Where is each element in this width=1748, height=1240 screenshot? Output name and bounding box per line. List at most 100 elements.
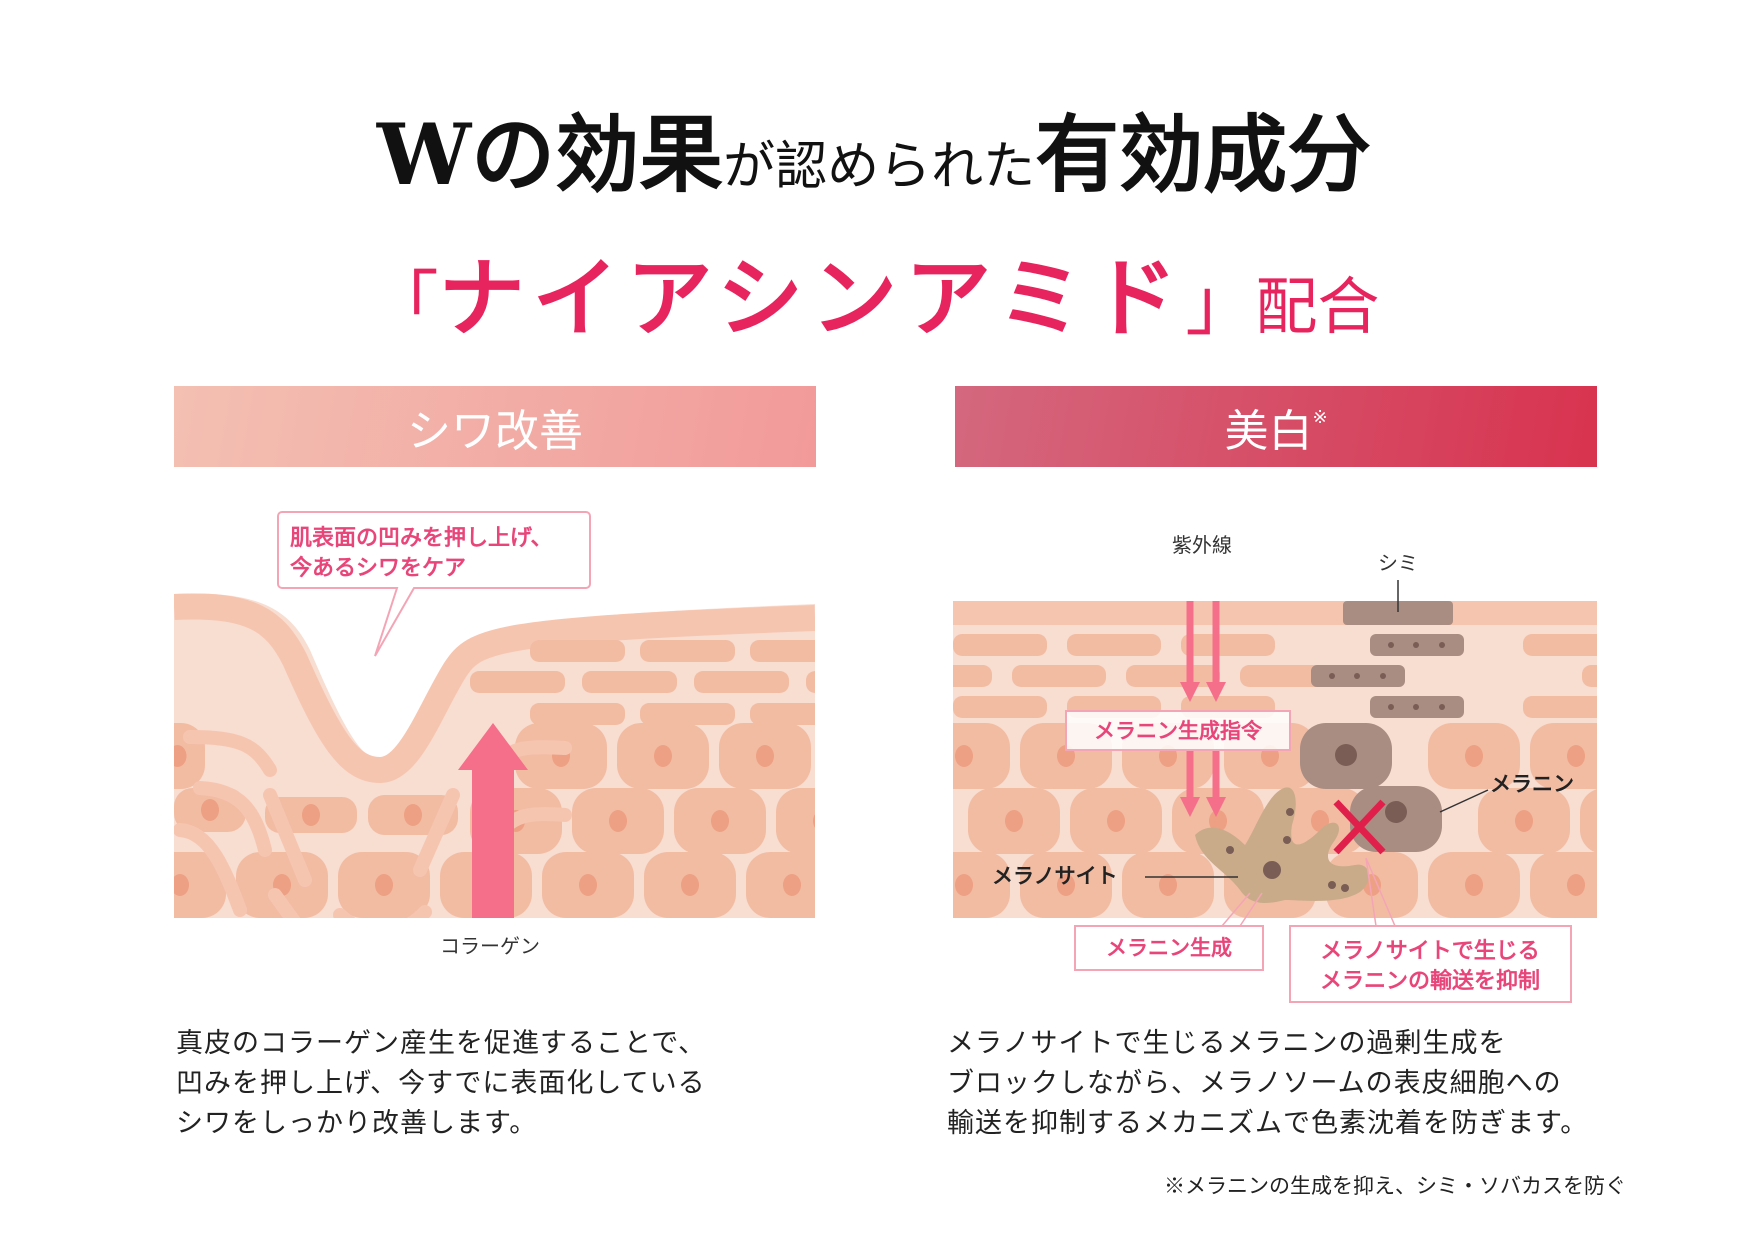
cell-nucleus [654, 745, 672, 767]
skin-cell [953, 723, 1010, 789]
description-line: 真皮のコラーゲン産生を促進することで、 [176, 1028, 707, 1059]
cell-nucleus [404, 804, 422, 826]
instruction-box: メラニン生成指令 [1065, 710, 1291, 751]
cell-nucleus [201, 799, 219, 821]
cell-nucleus [1465, 745, 1483, 767]
skin-cell [776, 788, 815, 854]
cell-nucleus [302, 804, 320, 826]
cell-nucleus [783, 874, 801, 896]
skin-cell [640, 703, 735, 725]
skin-cell [1637, 634, 1731, 656]
skin-surface [174, 593, 815, 784]
headline-suffix: 配合 [1255, 270, 1380, 343]
skin-cell [821, 723, 913, 789]
skin-cell [1126, 665, 1220, 687]
cell-nucleus [1209, 810, 1227, 832]
skin-cell [953, 696, 1047, 718]
production-box: メラニン生成 [1074, 925, 1264, 971]
callout-line: 肌表面の凹みを押し上げ、 [290, 525, 552, 551]
skin-cell [953, 852, 1010, 918]
cell-nucleus [1159, 874, 1177, 896]
skin-cell [750, 640, 815, 662]
melanocyte [1195, 787, 1370, 903]
uv-label: 紫外線 [1172, 533, 1232, 557]
skin-cell [470, 671, 565, 693]
skin-cell [1582, 665, 1597, 687]
melanocyte-label: メラノサイト [992, 864, 1118, 888]
skin-cell [750, 703, 815, 725]
melanin-label: メラニン [1490, 772, 1574, 796]
cell-nucleus [681, 874, 699, 896]
skin-cell [1530, 852, 1597, 918]
cell-layer [174, 640, 913, 918]
cell-nucleus [1567, 745, 1585, 767]
collagen-arrow [458, 723, 528, 918]
bracket-open: 「 [368, 263, 439, 345]
skin-cell [174, 852, 226, 918]
headline-line1: Wの効果が認められた有効成分 [0, 88, 1748, 209]
spot-label: シミ [1378, 551, 1418, 575]
wrinkle-diagram: 肌表面の凹みを押し上げ、 今あるシワをケア コラーゲン [174, 511, 913, 958]
whitening-banner: 美白※ [955, 386, 1597, 467]
cell-nucleus [1107, 810, 1125, 832]
footnote: ※メラニンの生成を抑え、シミ・ソバカスを防ぐ [1164, 1174, 1626, 1198]
ingredient-name: ナイアシンアミド [438, 248, 1186, 349]
skin-cell [1580, 789, 1597, 853]
skin-cell [746, 852, 815, 918]
description-line: ブロックしながら、メラノソームの表皮細胞への [947, 1068, 1562, 1099]
callout-bubble: 肌表面の凹みを押し上げ、 今あるシワをケア [277, 511, 591, 657]
description-line: シワをしっかり改善します。 [176, 1108, 538, 1139]
skin-cell [694, 671, 789, 693]
skin-cell [1523, 696, 1597, 718]
skin-cell [1012, 665, 1106, 687]
description-line: メラノサイトで生じるメラニンの過剰生成を [947, 1028, 1507, 1059]
skin-cell [1067, 634, 1161, 656]
whitening-description: メラノサイトで生じるメラニンの過剰生成を ブロックしながら、メラノソームの表皮細… [947, 1024, 1588, 1144]
bracket-close: 」 [1185, 263, 1256, 345]
headline-part: 有効成分 [1035, 105, 1372, 204]
skin-cell [1240, 665, 1334, 687]
wrinkle-banner: シワ改善 [174, 386, 816, 467]
cell-nucleus [1465, 874, 1483, 896]
leader-lines [1145, 580, 1489, 878]
cell-nucleus [1515, 810, 1533, 832]
instruction-label: メラニン生成指令 [1094, 719, 1263, 743]
skin-cell [640, 640, 735, 662]
melanin-cell [1300, 723, 1442, 852]
headline-part: が認められた [723, 137, 1036, 197]
cell-nucleus [375, 874, 393, 896]
block-x-icon [1333, 799, 1386, 855]
description-line: 凹みを押し上げ、今すでに表面化している [176, 1068, 706, 1099]
cell-nucleus [1005, 810, 1023, 832]
description-line: 輸送を抑制するメカニズムで色素沈着を防ぎます。 [947, 1108, 1589, 1139]
collagen-label: コラーゲン [440, 934, 540, 958]
cell-nucleus [579, 874, 597, 896]
uv-arrows [1186, 601, 1220, 800]
cell-nucleus [1057, 874, 1075, 896]
skin-cell [953, 634, 1047, 656]
cell-nucleus [174, 874, 189, 896]
cell-nucleus [955, 874, 973, 896]
whitening-banner-label: 美白 [1224, 405, 1313, 457]
spot [1343, 601, 1453, 625]
skin-cell [1637, 696, 1731, 718]
skin-cell [530, 640, 625, 662]
headline-part: Wの効果 [376, 105, 724, 204]
skin-cell [530, 703, 625, 725]
skin-cell [1523, 634, 1597, 656]
skin-cell [582, 671, 677, 693]
suppress-line: メラニンの輸送を抑制 [1320, 968, 1540, 994]
whitening-diagram: 紫外線 シミ メラニン メラノサイト メラニン生成指令 メラニン生成 メラノサイ… [953, 533, 1731, 1003]
suppress-box: メラノサイトで生じる メラニンの輸送を抑制 [1289, 925, 1572, 1003]
cell-nucleus [756, 745, 774, 767]
headline-line2: 「ナイアシンアミド」配合 [0, 228, 1748, 353]
callout-line: 今あるシワをケア [290, 555, 466, 581]
skin-cell [1181, 634, 1275, 656]
cell-nucleus [609, 810, 627, 832]
cell-nucleus [955, 745, 973, 767]
cell-nucleus [813, 814, 815, 828]
wrinkle-description: 真皮のコラーゲン産生を促進することで、 凹みを押し上げ、今すでに表面化している … [176, 1024, 706, 1144]
stratum-corneum [953, 601, 1597, 625]
production-label: メラニン生成 [1106, 936, 1232, 960]
